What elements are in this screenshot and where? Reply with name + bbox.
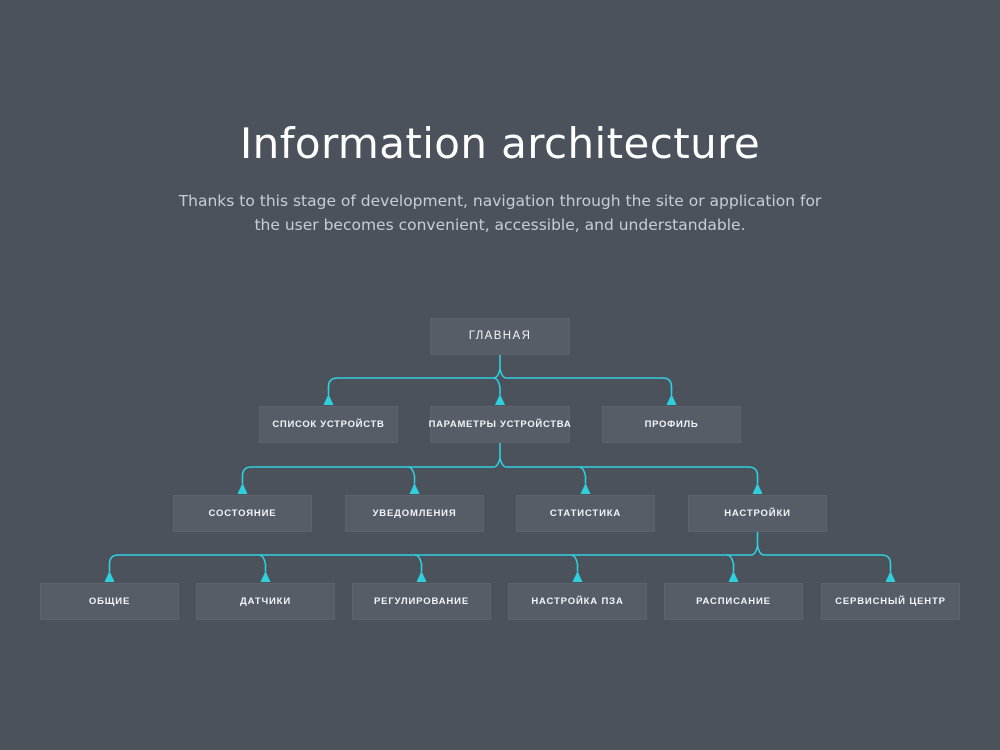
edge-bus-2 <box>117 545 883 556</box>
tree-node-label: НАСТРОЙКА ПЗА <box>531 595 624 607</box>
tree-node-settings[interactable]: НАСТРОЙКИ <box>688 495 827 532</box>
edge-arrow-2-2 <box>416 571 427 582</box>
edge-drop-0-1 <box>492 377 501 395</box>
edge-arrow-0-1 <box>495 394 505 405</box>
edge-drop-2-3 <box>570 554 579 572</box>
tree-node-notifications[interactable]: УВЕДОМЛЕНИЯ <box>345 495 484 532</box>
edge-bus-1 <box>250 457 750 468</box>
edge-arrow-1-1 <box>409 483 420 494</box>
tree-node-label: ОБЩИЕ <box>88 595 131 607</box>
tree-node-pza-setup[interactable]: НАСТРОЙКА ПЗА <box>508 583 647 620</box>
edge-arrow-1-3 <box>752 483 763 494</box>
tree-node-label: УВЕДОМЛЕНИЯ <box>372 507 457 519</box>
tree-node-label: СОСТОЯНИЕ <box>208 507 277 519</box>
tree-node-label: СТАТИСТИКА <box>549 507 622 519</box>
edge-drop-2-2 <box>414 554 423 572</box>
edge-drop-0-0 <box>327 377 339 395</box>
tree-node-label: ПАРАМЕТРЫ УСТРОЙСТВА <box>428 418 572 430</box>
edge-arrow-2-1 <box>260 571 271 582</box>
edge-drop-1-1 <box>407 466 416 484</box>
tree-node-schedule[interactable]: РАСПИСАНИЕ <box>664 583 803 620</box>
edge-drop-2-4 <box>726 554 735 572</box>
slide-header: Information architecture Thanks to this … <box>0 0 1000 237</box>
tree-node-label: СЕРВИСНЫЙ ЦЕНТР <box>835 595 946 607</box>
edge-drop-1-2 <box>578 466 587 484</box>
tree-node-label: РАСПИСАНИЕ <box>696 595 771 607</box>
tree-node-label: РЕГУЛИРОВАНИЕ <box>373 595 470 607</box>
tree-node-device-list[interactable]: СПИСОК УСТРОЙСТВ <box>259 406 398 443</box>
edge-arrow-2-3 <box>572 571 583 582</box>
tree-node-sensors[interactable]: ДАТЧИКИ <box>196 583 335 620</box>
tree-node-general[interactable]: ОБЩИЕ <box>40 583 179 620</box>
tree-node-label: НАСТРОЙКИ <box>724 507 791 519</box>
edge-arrow-0-2 <box>666 394 677 405</box>
tree-node-statistics[interactable]: СТАТИСТИКА <box>516 495 655 532</box>
page-title: Information architecture <box>239 119 761 168</box>
edge-arrow-2-0 <box>104 571 115 582</box>
edge-drop-0-2 <box>661 377 673 395</box>
edge-drop-2-1 <box>258 554 267 572</box>
tree-node-home[interactable]: ГЛАВНАЯ <box>430 318 570 355</box>
tree-node-state[interactable]: СОСТОЯНИЕ <box>173 495 312 532</box>
edge-drop-1-3 <box>747 466 759 484</box>
tree-node-label: ГЛАВНАЯ <box>468 330 532 343</box>
page-subtitle: Thanks to this stage of development, nav… <box>178 192 822 234</box>
edge-bus-0 <box>336 368 664 379</box>
tree-node-device-params[interactable]: ПАРАМЕТРЫ УСТРОЙСТВА <box>428 406 572 443</box>
edge-drop-2-0 <box>108 554 120 572</box>
edge-arrow-2-5 <box>885 571 896 582</box>
tree-node-regulation[interactable]: РЕГУЛИРОВАНИЕ <box>352 583 491 620</box>
tree-node-label: ДАТЧИКИ <box>239 595 292 607</box>
edge-arrow-1-0 <box>237 483 248 494</box>
tree-node-profile[interactable]: ПРОФИЛЬ <box>602 406 741 443</box>
edge-drop-2-5 <box>880 554 892 572</box>
tree-node-service-center[interactable]: СЕРВИСНЫЙ ЦЕНТР <box>821 583 960 620</box>
edge-arrow-2-4 <box>728 571 739 582</box>
edge-arrow-0-0 <box>323 394 334 405</box>
tree-node-label: ПРОФИЛЬ <box>644 418 699 430</box>
tree-node-label: СПИСОК УСТРОЙСТВ <box>272 418 385 430</box>
edge-arrow-1-2 <box>580 483 591 494</box>
edge-drop-1-0 <box>241 466 253 484</box>
